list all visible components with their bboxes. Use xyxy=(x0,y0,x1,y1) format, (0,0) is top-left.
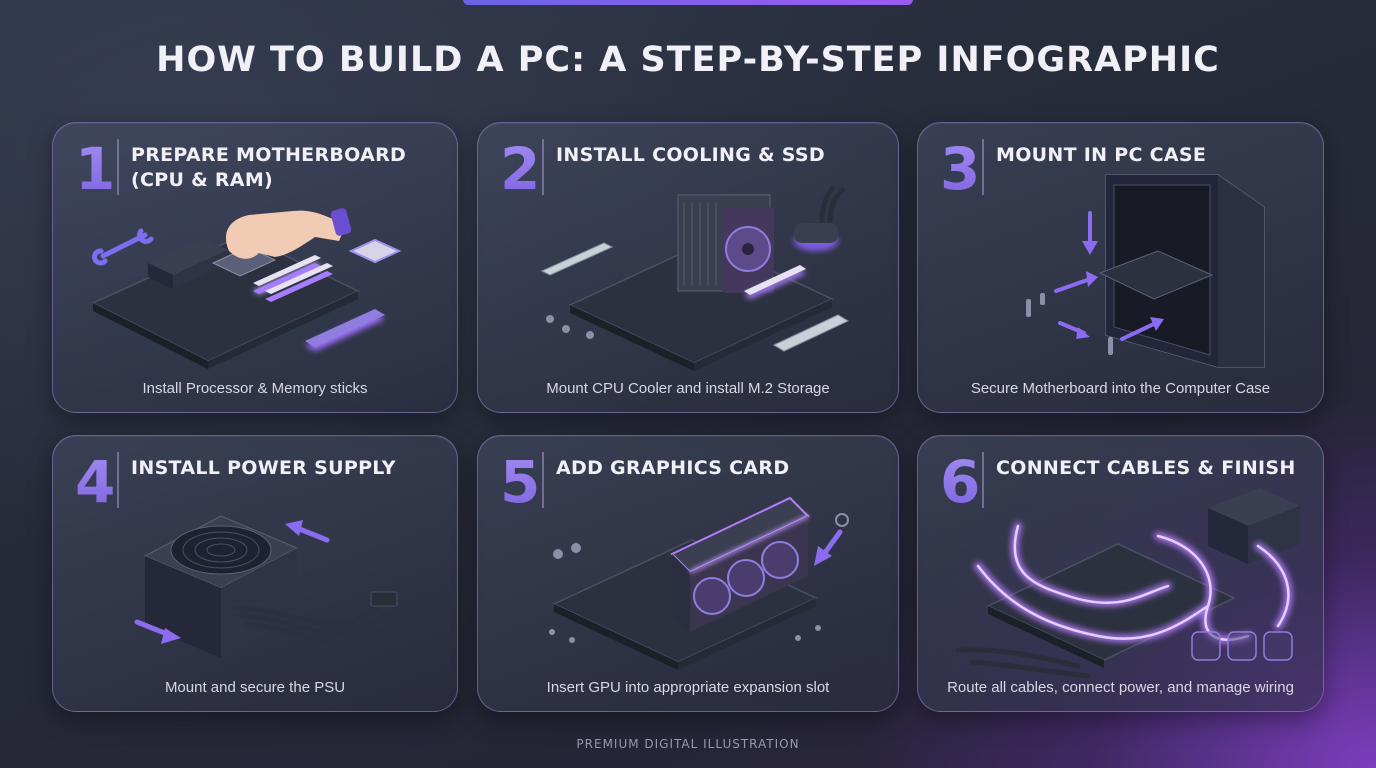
pc-case-illustration xyxy=(1026,174,1265,368)
step-title: ADD GRAPHICS CARD xyxy=(556,457,790,479)
step-divider xyxy=(117,139,119,195)
cables-illustration xyxy=(955,488,1300,679)
step-title: MOUNT IN PC CASE xyxy=(996,144,1207,166)
step-divider xyxy=(982,452,984,508)
page-title: HOW TO BUILD A PC: A STEP-BY-STEP INFOGR… xyxy=(156,40,1220,80)
step-number: 6 xyxy=(940,448,981,516)
power-supply-illustration xyxy=(134,515,398,658)
step-card-5: 5 ADD GRAPHICS CARD Insert GPU into appr… xyxy=(477,435,899,712)
step-caption: Secure Motherboard into the Computer Cas… xyxy=(970,380,1271,397)
step-divider xyxy=(542,139,544,195)
footer-text: PREMIUM DIGITAL ILLUSTRATION xyxy=(576,737,800,751)
step-caption: Insert GPU into appropriate expansion sl… xyxy=(546,679,830,696)
step-card-4: 4 INSTALL POWER SUPPLY Mount and secure … xyxy=(52,435,458,712)
step-title: INSTALL POWER SUPPLY xyxy=(131,457,396,479)
step-caption: Mount and secure the PSU xyxy=(164,679,346,696)
cooler-ssd-illustration xyxy=(540,185,850,371)
step-divider xyxy=(117,452,119,508)
step-number: 3 xyxy=(940,135,981,203)
step-number: 2 xyxy=(500,135,541,203)
step-caption: Install Processor & Memory sticks xyxy=(142,380,368,397)
step-divider xyxy=(982,139,984,195)
step-caption: Route all cables, connect power, and man… xyxy=(947,679,1294,696)
step-card-6: 6 CONNECT CABLES & FINISH Route all cabl… xyxy=(917,435,1324,712)
step-divider xyxy=(542,452,544,508)
step-number: 1 xyxy=(75,135,116,203)
graphics-card-illustration xyxy=(549,496,849,670)
step-card-2: 2 INSTALL COOLING & SSD Mount CPU Cooler… xyxy=(477,122,899,413)
step-caption: Mount CPU Cooler and install M.2 Storage xyxy=(546,380,830,397)
motherboard-cpu-ram-illustration xyxy=(91,208,402,369)
step-title: INSTALL COOLING & SSD xyxy=(556,144,825,166)
step-number: 4 xyxy=(75,448,116,516)
step-card-1: 1 PREPARE MOTHERBOARD (CPU & RAM) Instal… xyxy=(52,122,458,413)
step-title: PREPARE MOTHERBOARD (CPU & RAM) xyxy=(131,144,407,191)
step-title: CONNECT CABLES & FINISH xyxy=(996,457,1296,479)
step-card-3: 3 MOUNT IN PC CASE Secure Motherboard in… xyxy=(917,122,1324,413)
step-number: 5 xyxy=(500,448,541,516)
top-accent-bar xyxy=(463,0,913,5)
